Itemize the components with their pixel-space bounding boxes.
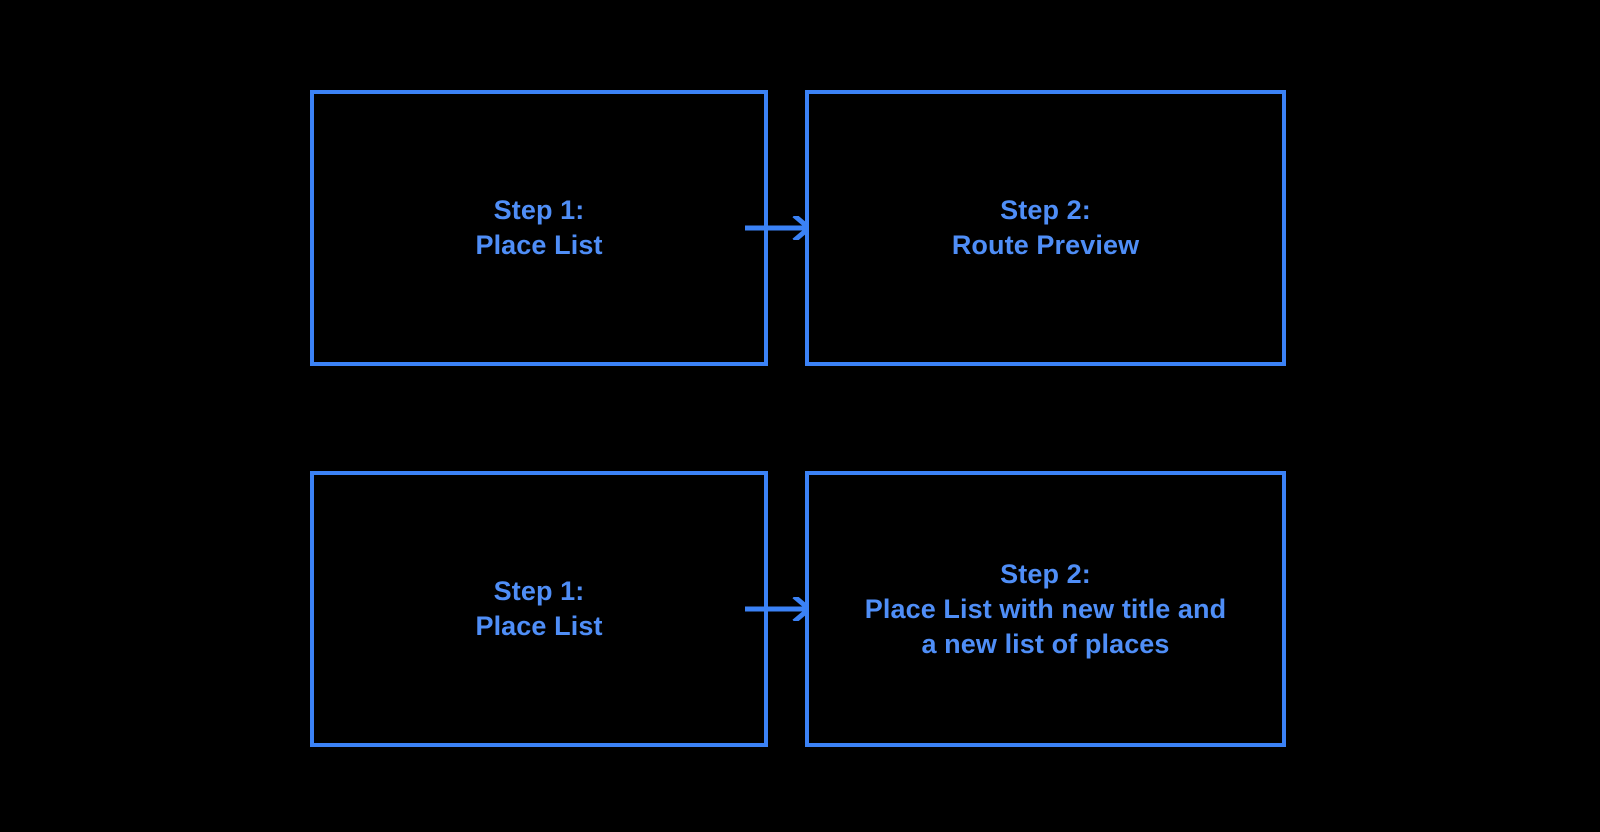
step-box-top-step-1[interactable]: Step 1: Place List [310, 90, 768, 366]
flow-row-new-place-list: Step 1: Place List Step 2: Place List wi… [310, 471, 1286, 747]
step-box-top-step-2[interactable]: Step 2: Route Preview [805, 90, 1286, 366]
step-label-top-step-1: Step 1: Place List [475, 195, 603, 260]
step-box-bottom-step-2[interactable]: Step 2: Place List with new title and a … [805, 471, 1286, 747]
step-label-bottom-step-2: Step 2: Place List with new title and a … [864, 558, 1227, 659]
step-label-top-step-2: Step 2: Route Preview [951, 195, 1140, 260]
step-label-bottom-step-1: Step 1: Place List [475, 576, 603, 641]
step-box-bottom-step-1[interactable]: Step 1: Place List [310, 471, 768, 747]
flow-row-route-preview: Step 1: Place List Step 2: Route Preview [310, 90, 1286, 366]
